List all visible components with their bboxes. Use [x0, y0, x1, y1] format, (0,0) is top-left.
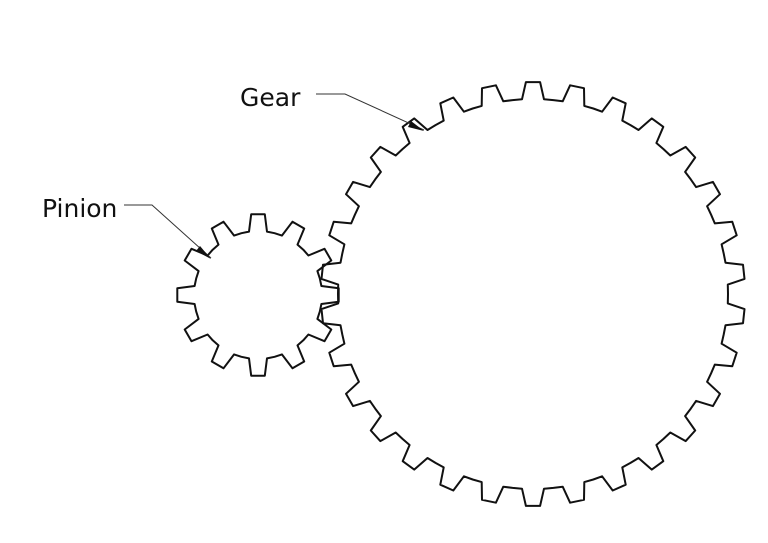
gear-label: Gear — [240, 83, 301, 112]
gear-leader-line — [316, 93, 425, 131]
pinion-gear — [176, 213, 340, 377]
pinion-label: Pinion — [42, 194, 117, 223]
gear-leader-arrowhead — [408, 121, 424, 131]
pinion-leader-arrowhead — [196, 246, 211, 259]
pinion-leader-line — [124, 204, 212, 259]
large-gear — [320, 81, 746, 507]
